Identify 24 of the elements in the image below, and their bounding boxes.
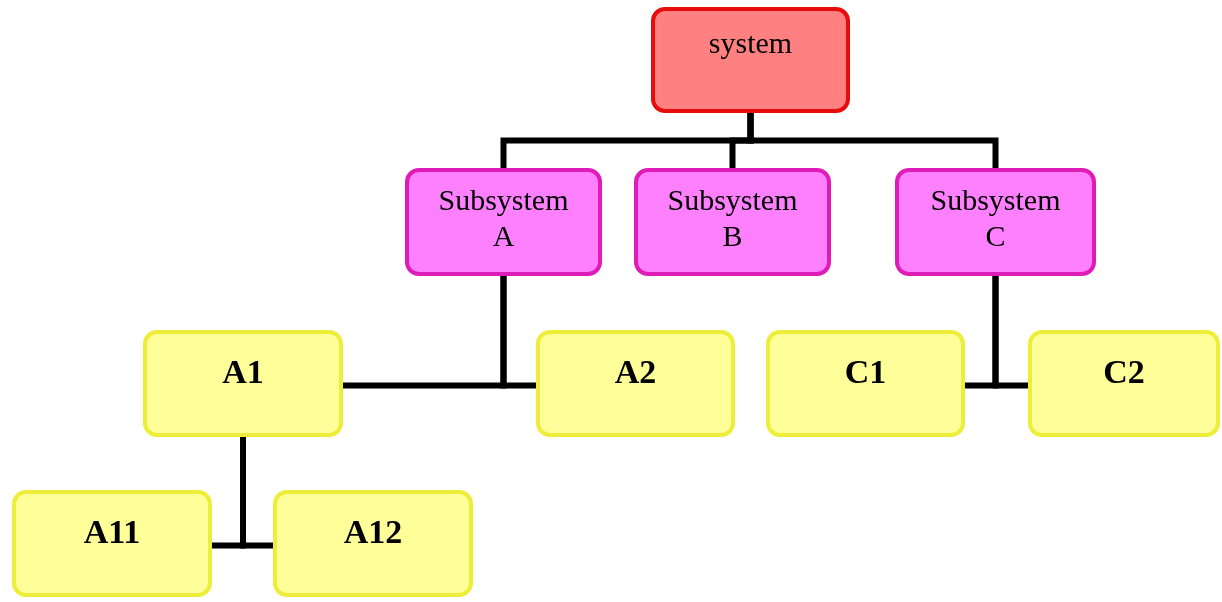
box-label: A11: [83, 512, 141, 552]
connector-line: [747, 113, 999, 168]
box-label: C1: [844, 352, 887, 392]
tree-box: [273, 490, 473, 597]
box-label: Subsystem B: [666, 182, 799, 254]
box-label: system: [708, 25, 793, 61]
tree-box: [766, 330, 965, 437]
tree-box: [12, 490, 212, 597]
box-label: Subsystem C: [929, 182, 1062, 254]
tree-box: [895, 168, 1096, 276]
tree-box: [651, 7, 850, 113]
box-label: A2: [614, 352, 657, 392]
box-label: A12: [343, 512, 403, 552]
tree-box: [143, 330, 343, 437]
tree-box: [634, 168, 831, 276]
tree-box: [536, 330, 735, 437]
box-label: Subsystem A: [437, 182, 570, 254]
connector-line: [500, 276, 536, 389]
box-label: A1: [222, 352, 264, 392]
connector-line: [240, 437, 273, 549]
box-label: C2: [1103, 352, 1145, 392]
tree-box: [1028, 330, 1220, 437]
connector-line: [992, 276, 1028, 389]
tree-box: [405, 168, 602, 276]
